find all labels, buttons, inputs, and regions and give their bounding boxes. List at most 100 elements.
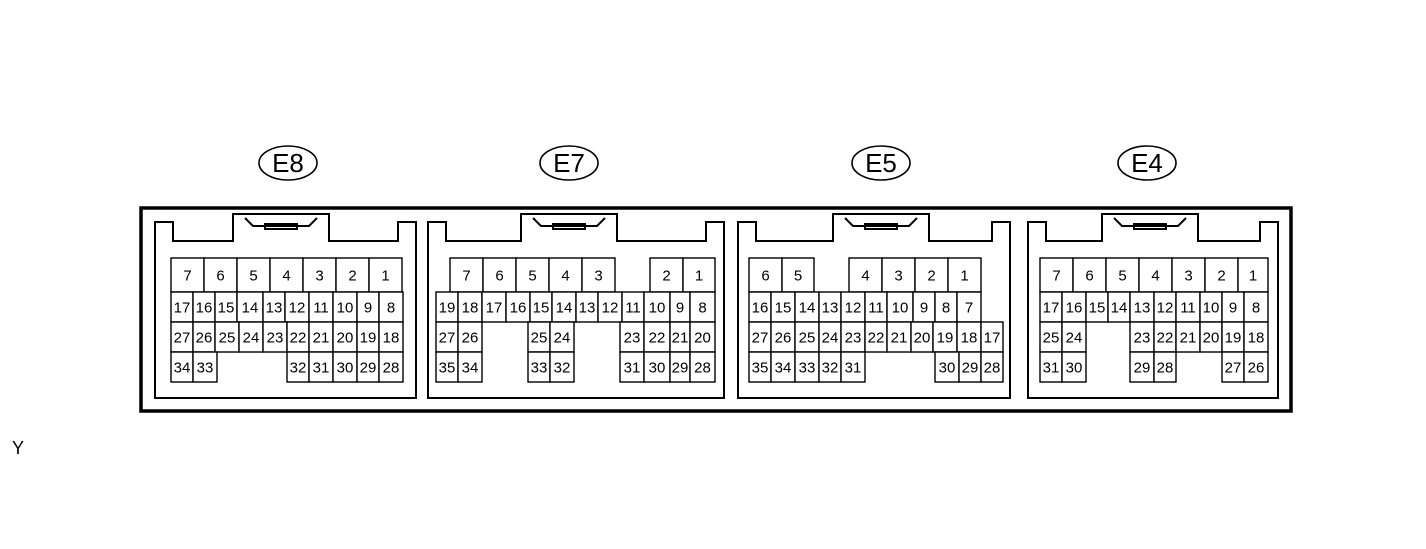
pin-cell-box xyxy=(332,351,358,383)
pin-number: 6 xyxy=(216,268,224,285)
pin-number: 10 xyxy=(1203,300,1220,317)
connector-tag-oval xyxy=(851,145,911,181)
pin-number: 7 xyxy=(462,268,470,285)
pin-cell: 5 xyxy=(1105,257,1140,293)
pin-cell: 20 xyxy=(689,321,716,353)
pin-cell: 18 xyxy=(956,321,982,353)
pin-cell: 23 xyxy=(1129,321,1155,353)
pin-cell: 32 xyxy=(818,351,842,383)
pin-number: 34 xyxy=(775,360,792,377)
pin-number: 1 xyxy=(1249,268,1257,285)
pin-number: 3 xyxy=(315,268,323,285)
pin-number: 18 xyxy=(462,300,479,317)
pin-cell: 11 xyxy=(308,291,334,323)
pin-cell: 8 xyxy=(689,291,716,323)
pin-cell: 16 xyxy=(192,291,216,323)
pin-cell: 1 xyxy=(1237,257,1269,293)
pin-number: 21 xyxy=(891,330,908,347)
pin-number: 19 xyxy=(937,330,954,347)
pin-cell-box xyxy=(192,351,218,383)
pin-cell: 5 xyxy=(515,257,550,293)
lock-latch xyxy=(864,223,898,230)
pin-number: 5 xyxy=(1118,268,1126,285)
pin-cell: 34 xyxy=(770,351,796,383)
pin-number: 18 xyxy=(383,330,400,347)
pin-number: 35 xyxy=(439,360,456,377)
pin-number: 23 xyxy=(267,330,284,347)
pin-number: 30 xyxy=(649,360,666,377)
pin-cell-box xyxy=(748,257,783,293)
pin-cell-box xyxy=(649,257,684,293)
pin-cell: 13 xyxy=(262,291,286,323)
pin-number: 33 xyxy=(799,360,816,377)
figure-code: Y xyxy=(12,438,25,458)
pin-number: 5 xyxy=(528,268,536,285)
pin-number: 16 xyxy=(510,300,527,317)
pin-number: 17 xyxy=(1043,300,1060,317)
pin-cell: 25 xyxy=(527,321,551,353)
pin-cell: 30 xyxy=(643,351,671,383)
pin-number: 11 xyxy=(1180,300,1196,317)
connector-tag: E7 xyxy=(539,145,599,181)
pin-cell: 29 xyxy=(669,351,691,383)
pin-number: 1 xyxy=(695,268,703,285)
pin-number: 3 xyxy=(594,268,602,285)
connector-label: E4 xyxy=(1131,148,1163,178)
pin-cell-box xyxy=(1061,321,1087,353)
lock-tab xyxy=(1113,217,1187,227)
pin-number: 8 xyxy=(698,300,706,317)
pin-number: 25 xyxy=(531,330,548,347)
pin-cell: 7 xyxy=(170,257,205,293)
pin-cell-box xyxy=(643,351,671,383)
pin-cell: 3 xyxy=(581,257,616,293)
pin-number: 22 xyxy=(290,330,307,347)
pin-number: 20 xyxy=(1203,330,1220,347)
pin-cell: 21 xyxy=(1175,321,1201,353)
pin-number: 28 xyxy=(1157,360,1174,377)
pin-number: 28 xyxy=(383,360,400,377)
pin-number: 3 xyxy=(894,268,902,285)
pin-cell-box xyxy=(1243,351,1269,383)
pin-cell: 18 xyxy=(378,321,404,353)
pin-cell: 6 xyxy=(748,257,783,293)
pin-cell: 26 xyxy=(457,321,483,353)
pin-cell-box xyxy=(548,257,583,293)
pin-cell-box xyxy=(581,257,616,293)
pin-number: 5 xyxy=(794,268,802,285)
pin-number: 12 xyxy=(602,300,619,317)
pin-number: 15 xyxy=(775,300,792,317)
pin-number: 18 xyxy=(961,330,978,347)
pin-number: 16 xyxy=(196,300,213,317)
connector-tag: E5 xyxy=(851,145,911,181)
pin-number: 15 xyxy=(218,300,235,317)
pin-cell: 9 xyxy=(356,291,380,323)
pin-cell: 1 xyxy=(368,257,403,293)
connector-label: E8 xyxy=(272,148,304,178)
pin-number: 20 xyxy=(914,330,931,347)
pin-cell: 5 xyxy=(781,257,815,293)
pin-cell: 14 xyxy=(551,291,577,323)
pin-cell: 15 xyxy=(1085,291,1109,323)
pin-number: 22 xyxy=(649,330,666,347)
pin-number: 16 xyxy=(752,300,769,317)
pin-number: 29 xyxy=(672,360,689,377)
pin-cell: 6 xyxy=(482,257,517,293)
pin-number: 25 xyxy=(799,330,816,347)
pin-number: 26 xyxy=(196,330,213,347)
connector-tag-oval xyxy=(258,145,318,181)
pin-number: 4 xyxy=(282,268,290,285)
pin-cell: 33 xyxy=(192,351,218,383)
pin-number: 13 xyxy=(822,300,839,317)
pin-cell-box xyxy=(1129,291,1155,323)
pin-cell-box xyxy=(1138,257,1173,293)
pin-number: 7 xyxy=(965,300,973,317)
pin-number: 30 xyxy=(1066,360,1083,377)
pin-cell: 2 xyxy=(1204,257,1239,293)
pin-cell: 8 xyxy=(378,291,404,323)
pin-cell: 17 xyxy=(1039,291,1063,323)
pin-cell: 3 xyxy=(881,257,916,293)
pin-cell-box xyxy=(308,351,334,383)
pin-number: 6 xyxy=(761,268,769,285)
